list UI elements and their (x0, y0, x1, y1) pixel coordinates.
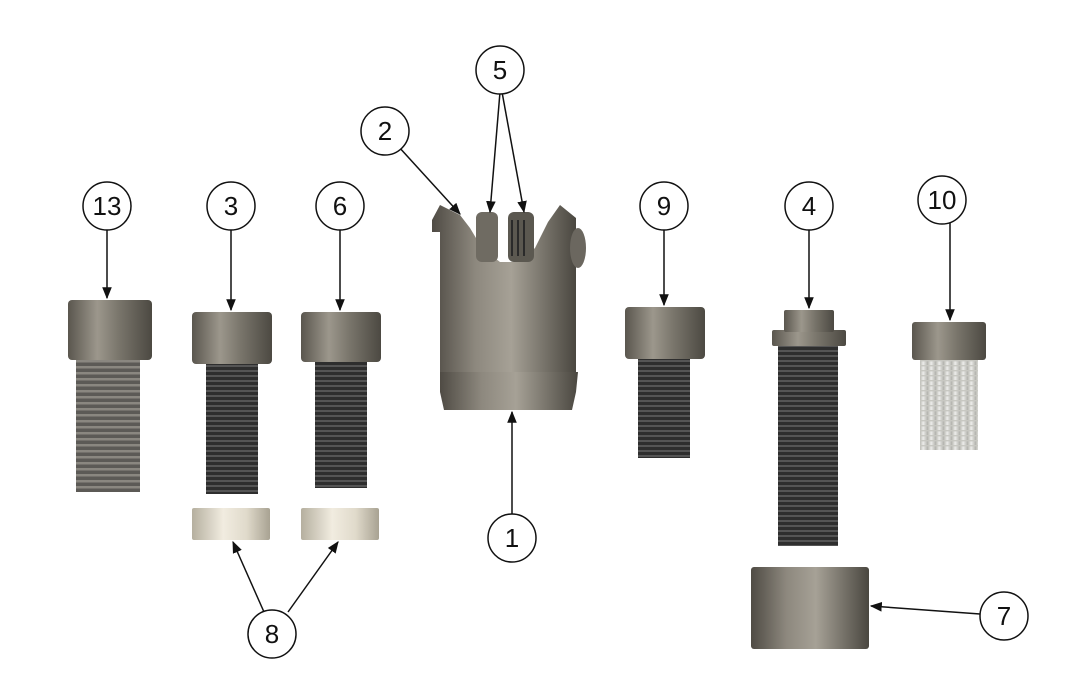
balloon-6: 6 (315, 181, 365, 231)
part-9-head (625, 307, 705, 359)
balloon-3: 3 (206, 181, 256, 231)
part-1-body (432, 205, 586, 410)
part-4-flange (772, 330, 846, 346)
part-5-ridges (511, 220, 525, 256)
part-4-hex-head (784, 310, 834, 332)
part-7-body (751, 567, 869, 649)
balloon-10: 10 (917, 175, 967, 225)
part-3-thread (206, 362, 258, 494)
balloon-2-label: 2 (378, 116, 392, 146)
part-6-thread (315, 360, 367, 488)
part-9-thread (638, 356, 690, 458)
balloon-9: 9 (639, 181, 689, 231)
balloon-2: 2 (360, 106, 410, 156)
body-base (440, 372, 578, 410)
balloon-5: 5 (475, 45, 525, 95)
balloon-7-label: 7 (997, 601, 1011, 631)
part-6-screw (301, 312, 381, 488)
balloon-10-label: 10 (928, 185, 957, 215)
leader-7 (869, 602, 981, 615)
body-upper-shell (432, 205, 576, 375)
balloon-13-label: 13 (93, 191, 122, 221)
leader-lines (102, 91, 981, 615)
part-4-thread (778, 344, 838, 546)
part-10-head (912, 322, 986, 360)
part-13-head (68, 300, 152, 360)
leader-2 (397, 145, 461, 215)
part-6-head (301, 312, 381, 362)
leader-5b (501, 91, 527, 214)
part-10-screw (912, 322, 986, 450)
balloon-9-label: 9 (657, 191, 671, 221)
balloon-1-label: 1 (505, 523, 519, 553)
balloon-13: 13 (82, 181, 132, 231)
washer-right (301, 508, 379, 540)
part-7-sleeve (751, 567, 869, 649)
washer-left (192, 508, 270, 540)
part-5-pin-left (476, 212, 498, 262)
leader-5a (486, 91, 501, 214)
balloon-3-label: 3 (224, 191, 238, 221)
part-13-thread (76, 358, 140, 492)
body-side-nub (570, 228, 586, 268)
balloon-4-label: 4 (802, 191, 816, 221)
leader-8a (232, 540, 265, 613)
part-3-screw (192, 312, 272, 494)
balloons: 13 3 6 2 5 1 9 4 (82, 45, 1029, 659)
balloon-7: 7 (979, 591, 1029, 641)
part-3-head (192, 312, 272, 364)
balloon-1: 1 (487, 513, 537, 563)
part-4-screw (772, 310, 846, 546)
leader-8b (287, 541, 339, 613)
balloon-6-label: 6 (333, 191, 347, 221)
balloon-4: 4 (784, 181, 834, 231)
part-10-thread (920, 358, 978, 450)
balloon-8-label: 8 (265, 619, 279, 649)
part-13-screw (68, 300, 152, 492)
part-9-screw (625, 307, 705, 458)
part-5-pin-right (508, 212, 534, 262)
balloon-8: 8 (247, 609, 297, 659)
part-8-washers (192, 508, 379, 540)
balloon-5-label: 5 (493, 55, 507, 85)
